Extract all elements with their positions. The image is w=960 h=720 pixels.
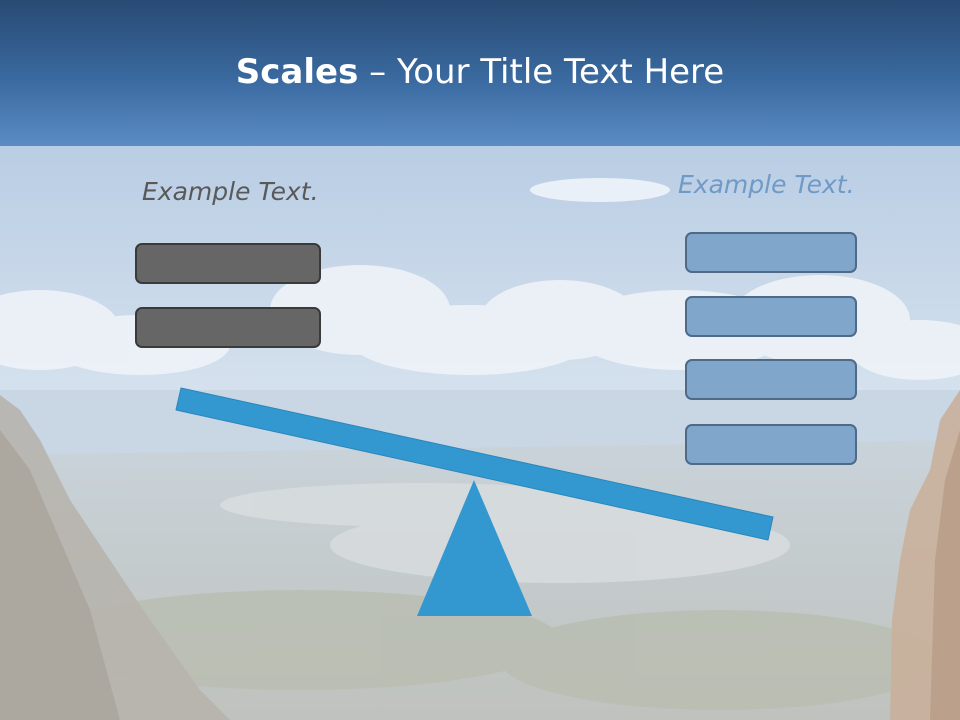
seesaw-beam[interactable] [175, 387, 774, 541]
title-bar [0, 0, 960, 146]
right-weight-block-4[interactable] [685, 424, 857, 465]
right-weight-block-3[interactable] [685, 359, 857, 400]
left-example-text: Example Text. [142, 177, 319, 206]
right-example-text: Example Text. [678, 170, 855, 199]
title-bold-part: Scales [235, 52, 359, 92]
left-weight-block-2[interactable] [135, 307, 321, 348]
right-weight-block-2[interactable] [685, 296, 857, 337]
seesaw-fulcrum[interactable] [417, 480, 532, 616]
right-weight-block-1[interactable] [685, 232, 857, 273]
title-text-part: – Your Title Text Here [358, 52, 725, 92]
slide-title: Scales – Your Title Text Here [0, 52, 960, 92]
left-weight-block-1[interactable] [135, 243, 321, 284]
